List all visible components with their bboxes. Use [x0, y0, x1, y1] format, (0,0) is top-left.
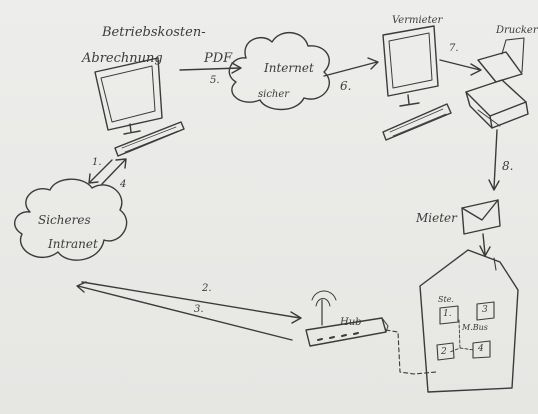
arrow-4	[101, 158, 127, 185]
apartment-house-icon	[419, 249, 519, 393]
label-tenant: Mieter	[416, 211, 457, 225]
label-intranet-line1: Sicheres	[38, 213, 91, 227]
label-hub: Hub	[340, 317, 362, 328]
arrow-7	[439, 59, 482, 76]
label-secure: sicher	[258, 89, 290, 100]
label-billing-line2: Abrechnung	[82, 51, 163, 66]
intranet-cloud	[13, 178, 128, 261]
label-landlord: Vermieter	[392, 15, 443, 26]
label-step4: 4	[120, 179, 127, 190]
label-apt-bus: M.Bus	[462, 323, 488, 332]
landlord-computer-icon	[382, 25, 452, 141]
label-step8: 8.	[502, 159, 514, 173]
envelope-icon	[461, 199, 501, 235]
label-printer: Drucker	[496, 25, 538, 36]
internet-cloud	[228, 32, 331, 111]
label-step6: 6.	[340, 79, 352, 93]
label-apt-1: 1.	[443, 309, 452, 319]
arrow-envelope-house	[479, 233, 491, 257]
arrow-3	[76, 281, 293, 341]
label-step7: 7.	[449, 43, 459, 54]
label-billing-line1: Betriebskosten-	[102, 25, 206, 40]
label-apt-3: 3	[482, 305, 488, 315]
label-apt-2: 2	[441, 347, 447, 357]
label-internet: Internet	[264, 61, 314, 75]
label-pdf: PDF	[204, 51, 233, 66]
billing-computer-icon	[94, 57, 185, 157]
label-step5: 5.	[210, 75, 220, 86]
printer-icon	[465, 37, 529, 129]
hub-house-cable	[385, 329, 437, 375]
arrow-8	[488, 129, 500, 191]
arrow-6	[323, 57, 379, 77]
label-apt-4: 4	[478, 344, 484, 354]
label-step3: 3.	[194, 304, 204, 315]
label-step2: 2.	[202, 283, 212, 294]
label-step1: 1.	[92, 157, 102, 168]
label-apt-ste: Ste.	[438, 295, 454, 304]
hub-router-icon	[305, 290, 389, 347]
label-intranet-line2: Intranet	[48, 237, 98, 251]
arrow-2	[81, 281, 302, 324]
arrow-1	[88, 159, 113, 184]
